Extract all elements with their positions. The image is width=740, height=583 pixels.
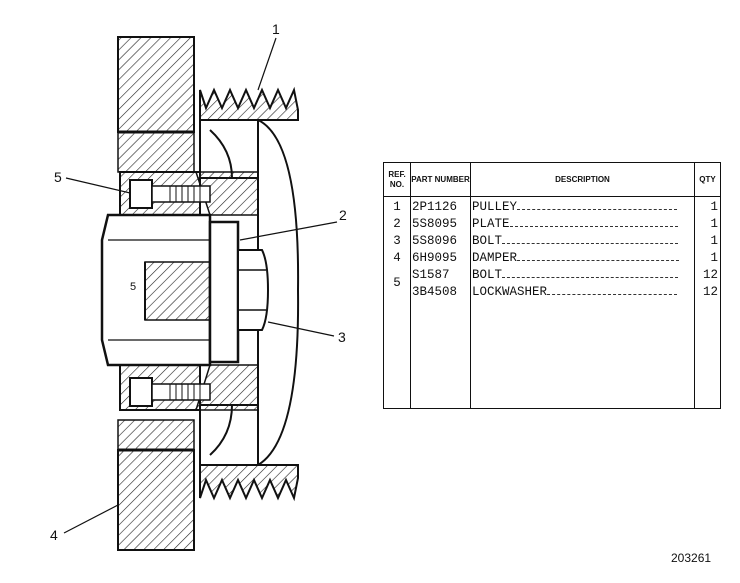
qty-cell: 1 — [710, 200, 718, 214]
qty-cell: 1 — [710, 217, 718, 231]
part-number-cell: 5S8095 — [412, 217, 458, 231]
pulley-grooves — [199, 86, 299, 502]
description-cell: BOLT — [472, 267, 690, 284]
header-ref: REF. NO. — [384, 163, 410, 197]
description-cell: PLATE — [472, 216, 690, 233]
column-divider — [470, 163, 471, 408]
table-row: 3 5S8096 BOLT 1 — [384, 233, 720, 250]
qty-cell: 1 — [710, 251, 718, 265]
table-row: 1 2P1126 PULLEY 1 — [384, 199, 720, 216]
plate — [208, 220, 240, 364]
qty-cell: 1 — [710, 234, 718, 248]
header-qty: QTY — [695, 163, 720, 197]
leader-lines — [63, 37, 338, 534]
part-number-cell: 5S8096 — [412, 234, 458, 248]
callout-5-center: 5 — [130, 281, 136, 293]
part-number-cell: 2P1126 — [412, 200, 458, 214]
qty-cell: 12 — [702, 268, 718, 282]
table-row: 2 5S8095 PLATE 1 — [384, 216, 720, 233]
callout-1: 1 — [272, 21, 280, 37]
ref-cell: 1 — [393, 200, 401, 214]
damper-rim — [117, 36, 195, 551]
table-row: 5 S1587 BOLT 12 — [384, 267, 720, 290]
header-description: DESCRIPTION — [471, 163, 694, 197]
ref-cell: 4 — [393, 251, 401, 265]
table-row: 3B4508 LOCKWASHER 12 — [384, 284, 720, 301]
ref-cell: 3 — [393, 234, 401, 248]
ref-cell — [384, 284, 410, 301]
parts-list-table: REF. NO. PART NUMBER DESCRIPTION QTY 1 2… — [383, 162, 721, 409]
column-divider — [410, 163, 411, 408]
callout-3: 3 — [338, 329, 346, 345]
description-cell: DAMPER — [472, 250, 690, 267]
qty-cell: 12 — [702, 285, 718, 299]
damper-bolt-upper — [129, 179, 211, 209]
center-bolt-head — [237, 249, 270, 331]
hub — [100, 171, 259, 411]
callout-5: 5 — [54, 169, 62, 185]
figure-number: 203261 — [671, 551, 712, 565]
group-ref-cell: 5 — [393, 276, 401, 290]
part-number-cell: S1587 — [412, 268, 450, 282]
description-cell: LOCKWASHER — [472, 284, 690, 301]
table-row: 4 6H9095 DAMPER 1 — [384, 250, 720, 267]
description-cell: BOLT — [472, 233, 690, 250]
description-cell: PULLEY — [472, 199, 690, 216]
pulley-damper-section-drawing: 1 2 3 4 5 5 — [50, 21, 347, 551]
ref-cell: 2 — [393, 217, 401, 231]
part-number-cell: 3B4508 — [412, 285, 458, 299]
header-part-number: PART NUMBER — [411, 163, 470, 197]
callout-4: 4 — [50, 527, 58, 543]
column-divider — [694, 163, 695, 408]
part-number-cell: 6H9095 — [412, 251, 458, 265]
damper-bolt-lower — [129, 377, 211, 407]
callout-2: 2 — [339, 207, 347, 223]
